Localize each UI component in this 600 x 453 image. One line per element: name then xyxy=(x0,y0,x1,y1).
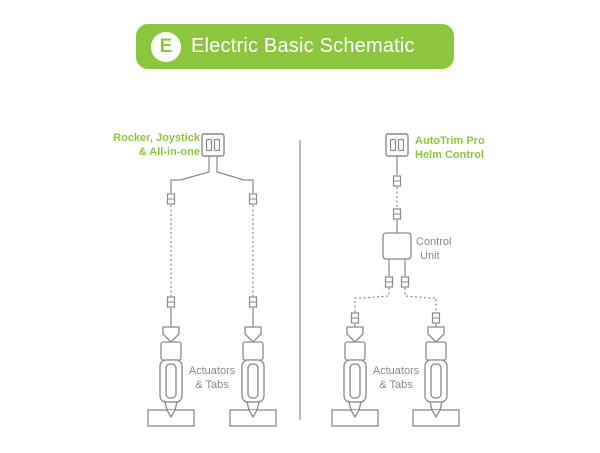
right-actuator-label-line2: & Tabs xyxy=(379,379,413,391)
helm-control-icon xyxy=(385,133,409,157)
actuator-icon xyxy=(412,326,460,427)
rocker-switch-icon xyxy=(201,133,225,157)
actuator-icon xyxy=(147,326,195,427)
left-system: Rocker, Joystick & All-in-one Actuators … xyxy=(113,132,277,427)
control-unit-box xyxy=(382,232,412,260)
left-control-label-line1: Rocker, Joystick xyxy=(113,132,201,144)
connector-icon xyxy=(248,193,258,205)
connector-icon xyxy=(431,312,441,324)
right-control-label-line2: Helm Control xyxy=(415,149,484,161)
connector-icon xyxy=(392,208,402,220)
left-wire-a xyxy=(170,156,210,193)
right-control-label-line1: AutoTrim Pro xyxy=(415,135,485,147)
actuator-icon xyxy=(331,326,379,427)
section-badge: E xyxy=(151,31,181,62)
connector-icon xyxy=(350,312,360,324)
left-control-label-line2: & All-in-one xyxy=(139,146,200,158)
control-unit-label-line2: Unit xyxy=(420,250,440,262)
title-banner: E Electric Basic Schematic xyxy=(136,24,454,69)
left-actuator-label-line2: & Tabs xyxy=(195,379,229,391)
control-unit-label-line1: Control xyxy=(416,236,451,248)
connector-icon xyxy=(392,175,402,187)
banner-title: Electric Basic Schematic xyxy=(191,35,415,57)
left-wire-b xyxy=(216,156,254,193)
right-system: AutoTrim Pro Helm Control Control Unit A… xyxy=(331,133,485,427)
connector-icon xyxy=(166,193,176,205)
connector-icon xyxy=(166,296,176,308)
right-dashed-cable-a xyxy=(354,288,390,312)
connector-icon xyxy=(384,276,394,288)
left-actuator-label-line1: Actuators xyxy=(189,365,236,377)
right-dashed-cable-b xyxy=(404,288,437,312)
right-actuator-label-line1: Actuators xyxy=(373,365,420,377)
connector-icon xyxy=(248,296,258,308)
actuator-icon xyxy=(229,326,277,427)
connector-icon xyxy=(400,276,410,288)
